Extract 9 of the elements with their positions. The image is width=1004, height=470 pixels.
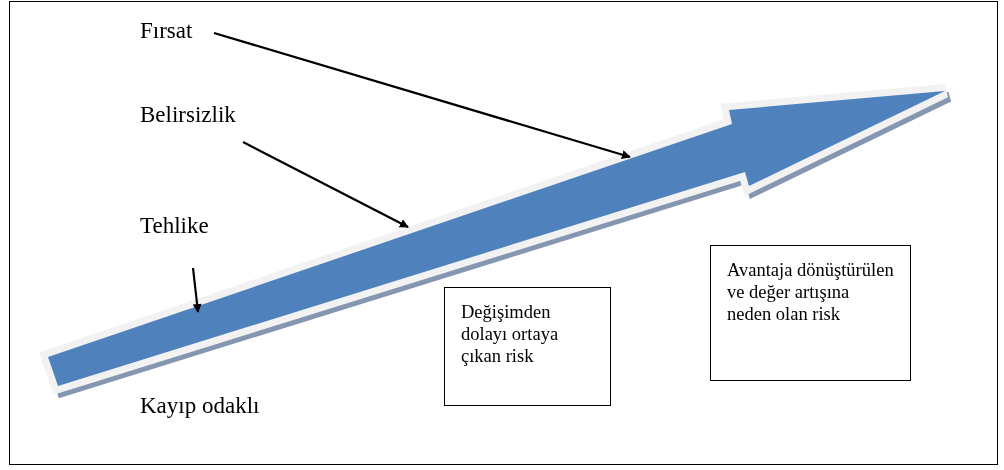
term-label: Fırsat: [140, 18, 193, 44]
term-label: Belirsizlik: [140, 102, 236, 128]
arrow: [213, 31, 631, 159]
arrow: [191, 267, 202, 313]
arrow: [242, 141, 409, 228]
text-box: Avantaja dönüştürülen ve değer artışına neden olan risk: [710, 245, 911, 381]
text-box: Değişimden dolayı ortaya çıkan risk: [444, 287, 611, 406]
term-label: Tehlike: [140, 213, 209, 239]
axis-label: Kayıp odaklı: [140, 393, 260, 419]
